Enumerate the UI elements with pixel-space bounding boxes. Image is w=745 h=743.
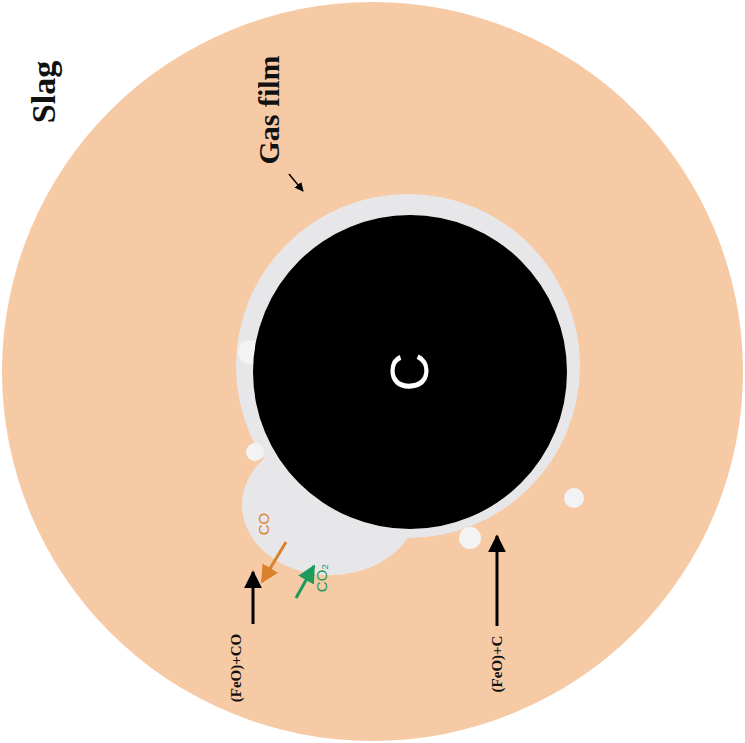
carbon-particle-fill xyxy=(253,215,567,529)
reaction-label: (FeO)+C xyxy=(489,636,506,693)
particle-label: C xyxy=(380,353,439,392)
gas-species-label: CO xyxy=(256,513,273,536)
gas-film-label: Gas film xyxy=(252,55,285,164)
reaction-label: (FeO)+CO xyxy=(228,634,245,703)
gas-species-label: CO₂ xyxy=(314,564,331,592)
region-label: Slag xyxy=(25,61,62,123)
carbon-particle: C xyxy=(253,215,567,529)
